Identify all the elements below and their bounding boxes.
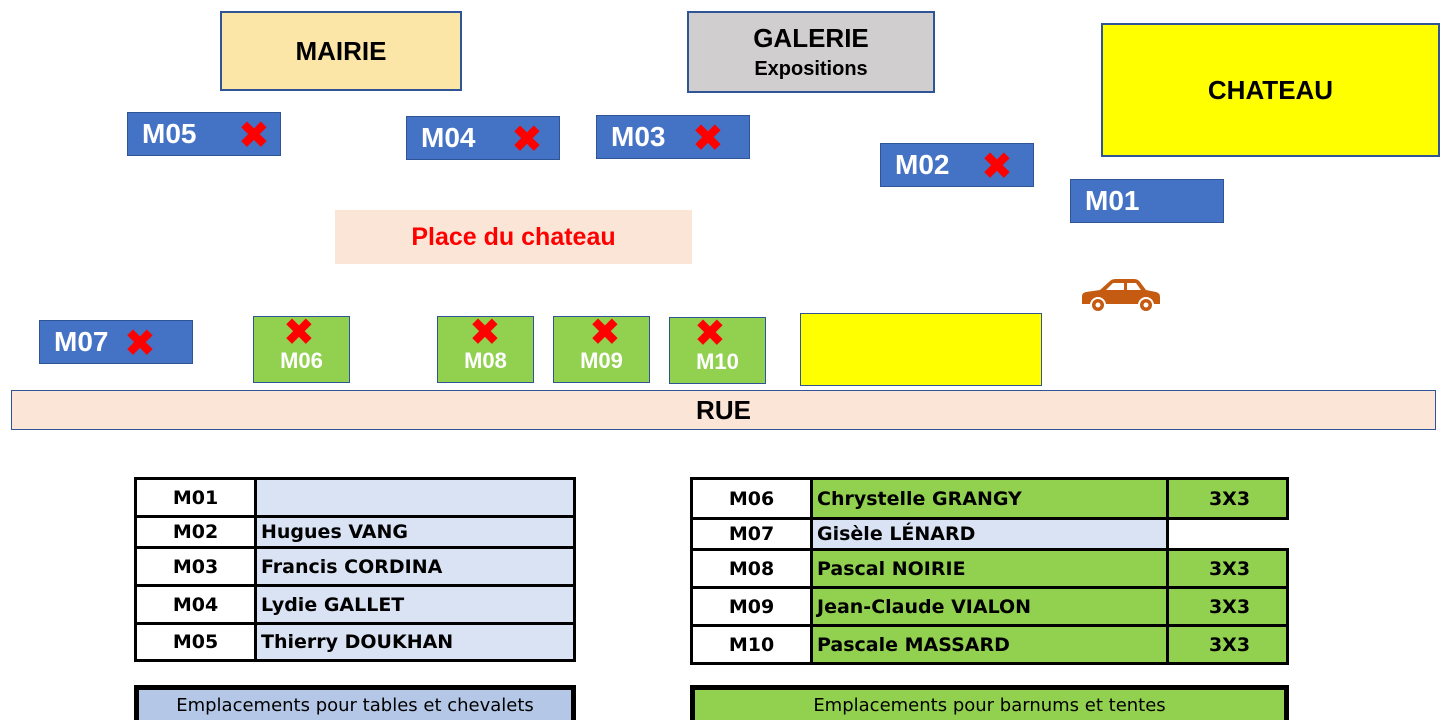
- cross-icon: ✖: [238, 113, 270, 157]
- spot-m01[interactable]: M01: [1070, 179, 1224, 223]
- table-cell-size: [1167, 518, 1288, 550]
- spot-m07[interactable]: M07 ✖: [39, 320, 193, 364]
- table-cell-code: M05: [134, 622, 257, 662]
- table-row: M07 Gisèle LÉNARD: [690, 517, 1288, 551]
- table-row: M01: [134, 477, 576, 518]
- table-cell-name: Francis CORDINA: [254, 546, 576, 587]
- table-row: M04 Lydie GALLET: [134, 584, 576, 625]
- spot-label: M07: [54, 326, 109, 357]
- street-label: RUE: [696, 394, 751, 425]
- spot-label: M08: [464, 348, 507, 373]
- table-cell-name: Gisèle LÉNARD: [810, 517, 1169, 551]
- table-cell-code: M04: [134, 584, 257, 625]
- table-cell-code: M09: [690, 586, 813, 627]
- cross-icon: ✖: [694, 311, 726, 355]
- spot-label: M10: [696, 349, 739, 374]
- table-cell-size: 3X3: [1166, 586, 1289, 627]
- place-label-box: Place du chateau: [335, 210, 692, 264]
- legend-blue-label: Emplacements pour tables et chevalets: [176, 694, 534, 716]
- legend-green: Emplacements pour barnums et tentes: [690, 685, 1289, 720]
- spot-label: M05: [142, 118, 197, 149]
- spot-m09[interactable]: M09 ✖: [553, 310, 650, 383]
- place-label: Place du chateau: [411, 222, 616, 251]
- table-row: M09 Jean-Claude VIALON 3X3: [690, 586, 1289, 627]
- table-cell-code: M07: [690, 517, 813, 551]
- table-cell-name: Lydie GALLET: [254, 584, 576, 625]
- table-cell-code: M06: [690, 477, 813, 520]
- mairie-building: MAIRIE: [220, 11, 462, 91]
- table-cell-code: M03: [134, 546, 257, 587]
- table-cell-code: M01: [134, 477, 257, 518]
- cross-icon: ✖: [692, 116, 724, 160]
- table-cell-code: M10: [690, 624, 813, 665]
- table-cell-name: Pascal NOIRIE: [810, 548, 1169, 589]
- legend-green-label: Emplacements pour barnums et tentes: [813, 694, 1166, 716]
- spot-m08[interactable]: M08 ✖: [437, 310, 534, 383]
- spot-label: M02: [895, 149, 950, 180]
- cross-icon: ✖: [511, 117, 543, 161]
- spot-m05[interactable]: M05 ✖: [127, 112, 281, 156]
- table-cell-code: M02: [134, 515, 257, 549]
- yellow-zone: [800, 313, 1042, 386]
- table-row: M06 Chrystelle GRANGY 3X3: [690, 477, 1289, 520]
- spot-label: M06: [280, 348, 323, 373]
- cross-icon: ✖: [283, 310, 315, 354]
- table-row: M02 Hugues VANG: [134, 515, 576, 549]
- table-cell-name: [254, 477, 576, 518]
- chateau-building: CHATEAU: [1101, 23, 1440, 157]
- cross-icon: ✖: [124, 321, 156, 365]
- table-row: M03 Francis CORDINA: [134, 546, 576, 587]
- spot-m10[interactable]: M10 ✖: [669, 311, 766, 384]
- spot-m03[interactable]: M03 ✖: [596, 115, 750, 159]
- spot-m02[interactable]: M02 ✖: [880, 143, 1034, 187]
- blue-assignment-table: M01 M02 Hugues VANG M03 Francis CORDINA …: [134, 477, 576, 662]
- spot-label: M03: [611, 121, 666, 152]
- car-icon: [1082, 279, 1160, 313]
- spot-label: M01: [1085, 185, 1140, 216]
- table-row: M10 Pascale MASSARD 3X3: [690, 624, 1289, 665]
- cross-icon: ✖: [589, 310, 621, 354]
- cross-icon: ✖: [981, 144, 1013, 188]
- table-cell-name: Hugues VANG: [254, 515, 576, 549]
- table-cell-name: Chrystelle GRANGY: [810, 477, 1169, 520]
- table-row: M05 Thierry DOUKHAN: [134, 622, 576, 662]
- galerie-sublabel: Expositions: [754, 58, 868, 80]
- mairie-label: MAIRIE: [295, 35, 387, 66]
- green-assignment-table: M06 Chrystelle GRANGY 3X3 M07 Gisèle LÉN…: [690, 477, 1289, 665]
- street-bar: RUE: [11, 390, 1436, 430]
- table-cell-name: Pascale MASSARD: [810, 624, 1169, 665]
- table-cell-name: Thierry DOUKHAN: [254, 622, 576, 662]
- table-cell-code: M08: [690, 548, 813, 589]
- spot-m04[interactable]: M04 ✖: [406, 116, 560, 160]
- table-cell-name: Jean-Claude VIALON: [810, 586, 1169, 627]
- legend-blue: Emplacements pour tables et chevalets: [134, 685, 576, 720]
- table-cell-size: 3X3: [1166, 548, 1289, 589]
- spot-label: M04: [421, 122, 476, 153]
- spot-label: M09: [580, 348, 623, 373]
- cross-icon: ✖: [469, 310, 501, 354]
- spot-m06[interactable]: M06 ✖: [253, 310, 350, 383]
- table-row: M08 Pascal NOIRIE 3X3: [690, 548, 1289, 589]
- galerie-label: GALERIE: [753, 23, 869, 53]
- chateau-label: CHATEAU: [1207, 74, 1334, 105]
- table-cell-size: 3X3: [1166, 477, 1289, 520]
- table-cell-size: 3X3: [1166, 624, 1289, 665]
- galerie-building: GALERIE Expositions: [687, 11, 935, 93]
